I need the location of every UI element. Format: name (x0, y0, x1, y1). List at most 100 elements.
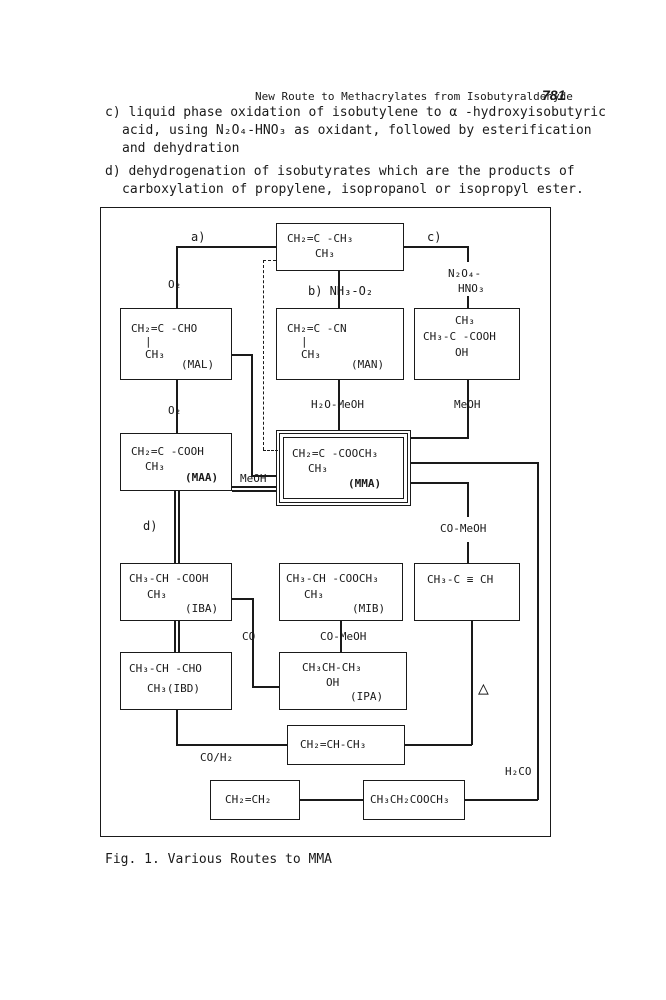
isobutylene-formula: CH₂=C -CH₃ (287, 232, 354, 245)
line-mma-propyne-h (411, 482, 469, 484)
iba-tag: (IBA) (185, 602, 219, 615)
ipa-tag: (IPA) (350, 690, 384, 703)
figure-frame (100, 207, 551, 837)
item-c-line-2: acid, using N₂O₄-HNO₃ as oxidant, follow… (122, 123, 592, 138)
reagent-hno3: HNO₃ (458, 282, 485, 295)
line-route-c-v1 (467, 246, 469, 262)
route-d-label: d) (143, 519, 158, 533)
line-route-c-v2 (467, 296, 469, 308)
man-methyl: CH₃ (301, 348, 321, 361)
delta-icon: △ (478, 678, 489, 699)
reagent-h2co: H₂CO (505, 765, 532, 778)
mma-tag: (MMA) (348, 477, 382, 490)
box-man: CH₂=C -CN | CH₃ (MAN) (276, 308, 404, 380)
line-mal-mma-h1 (232, 354, 252, 356)
item-c-line-3: and dehydration (122, 141, 240, 156)
mal-bond: | (145, 335, 152, 348)
reagent-co-h2: CO/H₂ (200, 751, 234, 764)
mal-tag: (MAL) (181, 358, 215, 371)
mma-methyl: CH₃ (308, 462, 328, 475)
box-ipa: CH₃CH-CH₃ OH (IPA) (279, 652, 407, 710)
line-man-mma (338, 380, 340, 430)
propyne-formula: CH₃-C ≡ CH (427, 573, 494, 586)
dashed-line-top (263, 260, 276, 261)
box-mal: CH₂=C -CHO | CH₃ (MAL) (120, 308, 232, 380)
isobutylene-methyl: CH₃ (315, 247, 335, 260)
line-mma-propyne-v1 (467, 482, 469, 517)
line-iba-co-h1 (232, 598, 253, 600)
mib-formula: CH₃-CH -COOCH₃ (286, 572, 379, 585)
box-isobutylene: CH₂=C -CH₃ CH₃ (276, 223, 404, 271)
line-ibd-propylene-h (176, 744, 287, 746)
dashed-line-vertical (263, 260, 264, 450)
route-c-label: c) (427, 230, 442, 244)
reagent-h2o-meoh: H₂O-MeOH (311, 398, 364, 411)
line-iba-co-h2 (252, 686, 279, 688)
line-iba-ibd-2 (178, 621, 180, 652)
line-propyne-propylene-h (405, 744, 472, 746)
box-ethylene: CH₂=CH₂ (210, 780, 300, 820)
iba-methyl: CH₃ (147, 588, 167, 601)
hiba-hydroxyl: OH (455, 346, 469, 359)
item-c-line-1: c) liquid phase oxidation of isobutylene… (105, 105, 606, 120)
reagent-meoh-left: MeOH (240, 472, 267, 485)
ipa-formula: CH₃CH-CH₃ (302, 661, 362, 674)
box-ibd: CH₃-CH -CHO CH₃(IBD) (120, 652, 232, 710)
line-route-a-h (176, 246, 276, 248)
mib-tag: (MIB) (352, 602, 386, 615)
ibd-methyl: CH₃(IBD) (147, 682, 200, 695)
reagent-n2o4: N₂O₄- (448, 267, 482, 280)
box-methyl-propionate: CH₃CH₂COOCH₃ (363, 780, 465, 820)
line-mma-mp-h2 (465, 799, 538, 801)
box-propyne: CH₃-C ≡ CH (414, 563, 520, 621)
hiba-methyl: CH₃ (455, 314, 475, 327)
man-bond: | (301, 335, 308, 348)
box-hydroxyisobutyric-acid: CH₃ CH₃-C -COOH OH (414, 308, 520, 380)
line-hiba-mma-h (411, 437, 469, 439)
running-head-title: New Route to Methacrylates from Isobutyr… (255, 90, 573, 103)
line-ibd-propylene-v (176, 710, 178, 745)
box-mib: CH₃-CH -COOCH₃ CH₃ (MIB) (279, 563, 403, 621)
line-mal-maa (176, 380, 178, 433)
figure-caption: Fig. 1. Various Routes to MMA (105, 852, 332, 867)
line-route-d-1 (174, 491, 176, 563)
item-d-line-1: d) dehydrogenation of isobutyrates which… (105, 164, 575, 179)
box-mma-inner: CH₂=C -COOCH₃ CH₃ (MMA) (283, 437, 404, 499)
line-mma-mp-v (537, 462, 539, 800)
line-mib-ipa (340, 621, 342, 652)
maa-tag: (MAA) (185, 471, 219, 484)
reagent-co-meoh-mid: CO-MeOH (320, 630, 367, 643)
reagent-co: CO (242, 630, 256, 643)
line-hiba-mma-v (467, 380, 469, 438)
route-a-label: a) (191, 230, 206, 244)
reagent-co-meoh-right: CO-MeOH (440, 522, 487, 535)
maa-methyl: CH₃ (145, 460, 165, 473)
line-route-b (338, 271, 340, 308)
line-mal-mma-h2 (251, 475, 276, 477)
man-tag: (MAN) (351, 358, 385, 371)
item-d-line-2: carboxylation of propylene, isopropanol … (122, 182, 584, 197)
line-ethylene-mp (300, 799, 363, 801)
box-iba: CH₃-CH -COOH CH₃ (IBA) (120, 563, 232, 621)
man-formula: CH₂=C -CN (287, 322, 347, 335)
line-iba-co-v (252, 598, 254, 686)
box-mma: CH₂=C -COOCH₃ CH₃ (MMA) (276, 430, 411, 506)
route-b-label: b) NH₃-O₂ (308, 284, 374, 298)
line-iba-ibd-1 (174, 621, 176, 652)
maa-formula: CH₂=C -COOH (131, 445, 204, 458)
line-route-c-h (404, 246, 468, 248)
mib-methyl: CH₃ (304, 588, 324, 601)
box-maa: CH₂=C -COOH CH₃ (MAA) (120, 433, 232, 491)
line-propyne-propylene-v (471, 621, 473, 745)
reagent-o2-top: O₂ (168, 278, 182, 291)
mp-formula: CH₃CH₂COOCH₃ (370, 793, 450, 806)
page-number: 781 (542, 87, 566, 103)
line-maa-mma-1 (232, 486, 276, 488)
propylene-formula: CH₂=CH-CH₃ (300, 738, 367, 751)
line-mma-mp-h (411, 462, 538, 464)
dashed-line-bottom (263, 450, 278, 451)
hiba-formula: CH₃-C -COOH (423, 330, 496, 343)
ethylene-formula: CH₂=CH₂ (225, 793, 272, 806)
mma-formula: CH₂=C -COOCH₃ (292, 447, 379, 460)
box-propylene: CH₂=CH-CH₃ (287, 725, 405, 765)
